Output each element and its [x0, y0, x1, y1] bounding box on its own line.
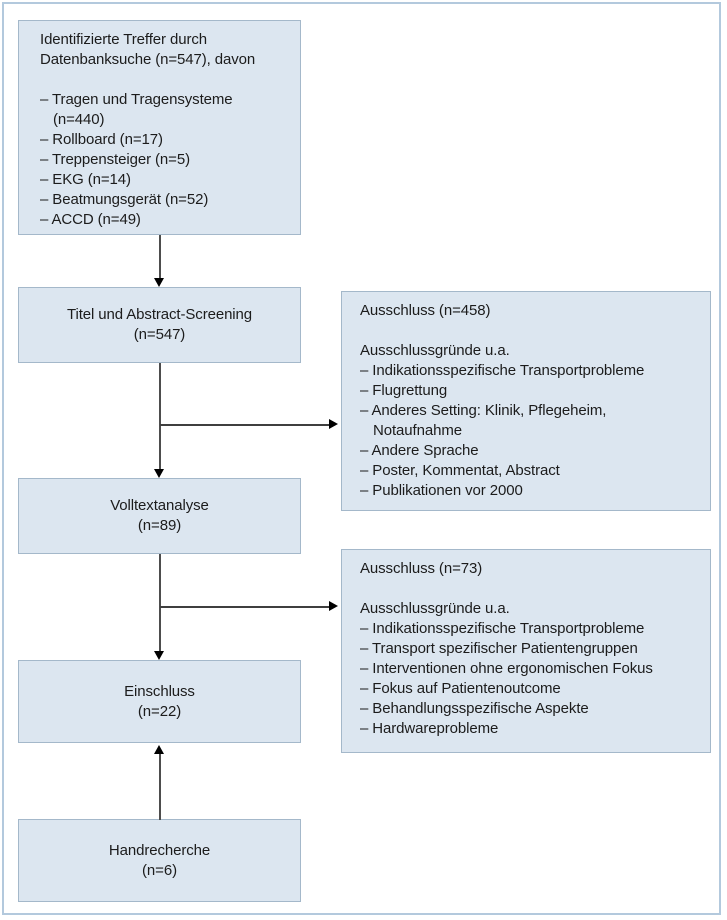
box-text-line: Handrecherche — [108, 841, 211, 859]
box-text-line — [360, 579, 702, 599]
box-text-line: Titel und Abstract-Screening — [66, 306, 253, 323]
box-text-line: – ACCD (n=49) — [40, 211, 141, 228]
box-text-line: – Rollboard (n=17) — [40, 131, 163, 148]
arrowhead-up-icon — [154, 745, 164, 754]
box-text-line: – Indikationsspezifische Transportproble… — [360, 620, 645, 637]
box-text-line: Notaufnahme — [373, 422, 462, 439]
arrowhead-down-icon — [154, 278, 164, 287]
box-text-line: – Transport spezifischer Patientengruppe… — [360, 640, 638, 657]
box-text-line: – Flugrettung — [360, 382, 448, 399]
arrowhead-right-icon — [329, 419, 338, 429]
box-text-line: – Tragen und Tragensysteme — [40, 91, 233, 108]
box-exclusion-458: Ausschluss (n=458) Ausschlussgründe u.a.… — [341, 291, 711, 511]
box-text-line: (n=547) — [133, 326, 186, 343]
box-exclusion-73: Ausschluss (n=73) Ausschlussgründe u.a. … — [341, 549, 711, 753]
box-fulltext-analysis: Volltextanalyse (n=89) — [18, 478, 301, 554]
arrow-branch-to-exclusion-73-line — [160, 606, 330, 608]
box-text-line: – Anderes Setting: Klinik, Pflegeheim, — [360, 402, 607, 419]
arrowhead-down-icon — [154, 651, 164, 660]
box-text-line: (n=89) — [137, 517, 182, 534]
arrow-identified-to-screening-line — [159, 235, 161, 279]
arrow-branch-to-exclusion-458-line — [160, 424, 330, 426]
box-inclusion: Einschluss (n=22) — [18, 660, 301, 743]
box-text-line — [40, 70, 292, 90]
box-text-line: – Andere Sprache — [360, 442, 479, 459]
box-text-line: – Indikationsspezifische Transportproble… — [360, 362, 645, 379]
box-text-line: – EKG (n=14) — [40, 171, 131, 188]
box-title-abstract-screening: Titel und Abstract-Screening (n=547) — [18, 287, 301, 363]
box-text-line: Einschluss — [124, 682, 195, 700]
box-text-line: – Interventionen ohne ergonomischen Foku… — [360, 660, 653, 677]
box-text-line: Identifizierte Treffer durch — [40, 31, 208, 48]
box-text-line: (n=22) — [137, 702, 182, 720]
box-text-line: – Hardwareprobleme — [360, 720, 499, 737]
box-hand-search: Handrecherche (n=6) — [18, 819, 301, 902]
box-text-line: – Poster, Kommentat, Abstract — [360, 462, 560, 479]
box-text-line: – Beatmungsgerät (n=52) — [40, 191, 209, 208]
box-text-line: – Fokus auf Patientenoutcome — [360, 680, 561, 697]
box-text-line: Volltextanalyse — [110, 497, 209, 514]
arrow-handsearch-to-inclusion-line — [159, 754, 161, 820]
box-text-line: Ausschlussgründe u.a. — [360, 600, 510, 617]
box-text-line: – Treppensteiger (n=5) — [40, 151, 190, 168]
box-text-line: – Behandlungsspezifische Aspekte — [360, 700, 589, 717]
box-text-line: (n=440) — [53, 111, 105, 128]
box-text-line: Ausschlussgründe u.a. — [360, 342, 510, 359]
box-text-line: (n=6) — [142, 861, 177, 879]
box-text-line: Ausschluss (n=73) — [360, 560, 483, 577]
arrow-screening-to-fulltext-line — [159, 363, 161, 469]
arrowhead-down-icon — [154, 469, 164, 478]
box-text-line: – Publikationen vor 2000 — [360, 482, 523, 499]
box-text-line: Datenbanksuche (n=547), davon — [40, 51, 256, 68]
box-text-line: Ausschluss (n=458) — [360, 302, 491, 319]
box-text-line — [360, 321, 702, 341]
arrow-fulltext-to-inclusion-line — [159, 554, 161, 651]
arrowhead-right-icon — [329, 601, 338, 611]
box-identified-hits: Identifizierte Treffer durch Datenbanksu… — [18, 20, 301, 235]
